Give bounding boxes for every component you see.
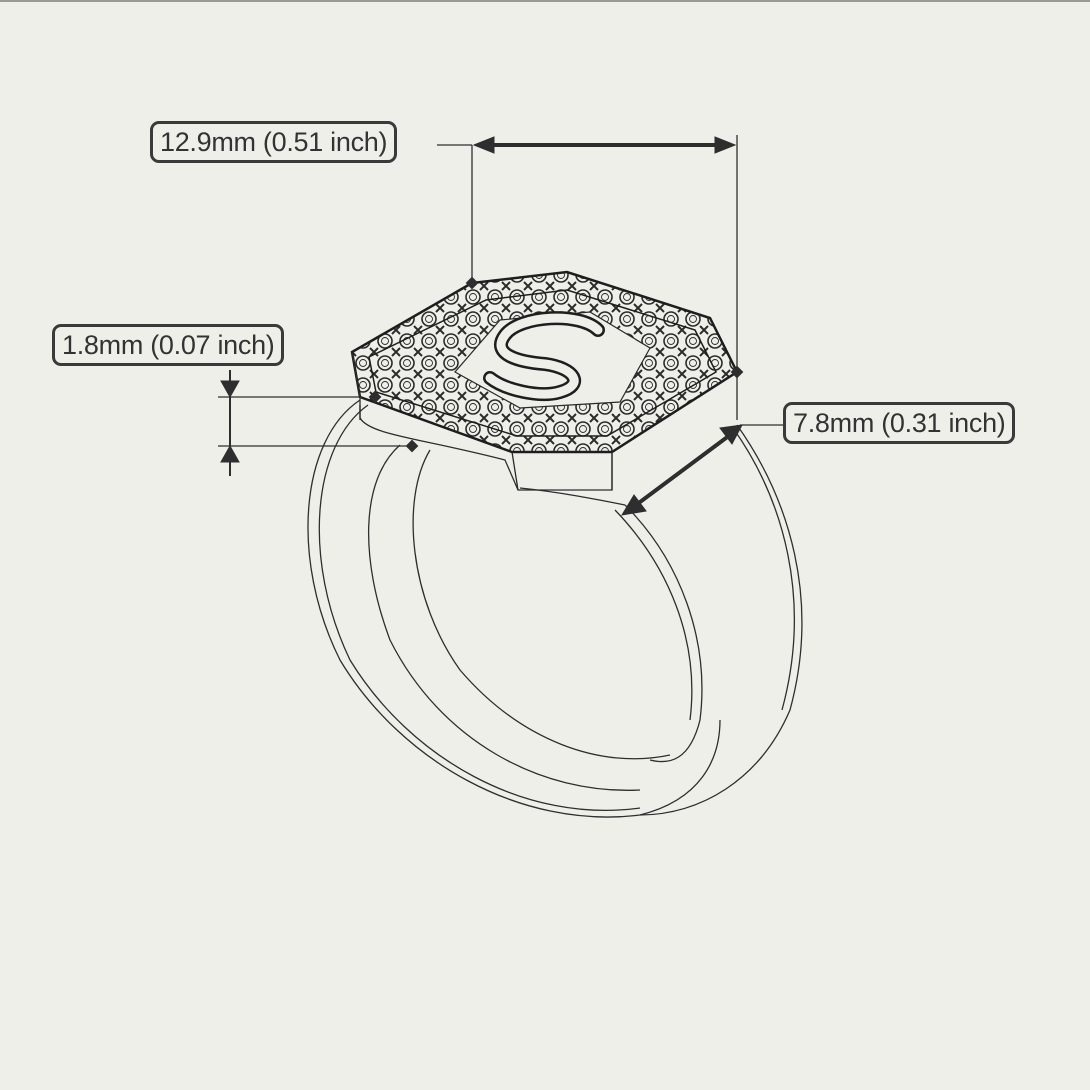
- ring-band: [307, 399, 803, 818]
- ring-head: [350, 270, 739, 491]
- top-border-line: [0, 0, 1090, 2]
- dimension-label-depth: 7.8mm (0.31 inch): [783, 402, 1016, 444]
- dimension-lines: [218, 135, 785, 516]
- dimension-label-top-width: 12.9mm (0.51 inch): [150, 121, 398, 163]
- dimension-label-height: 1.8mm (0.07 inch): [52, 324, 285, 366]
